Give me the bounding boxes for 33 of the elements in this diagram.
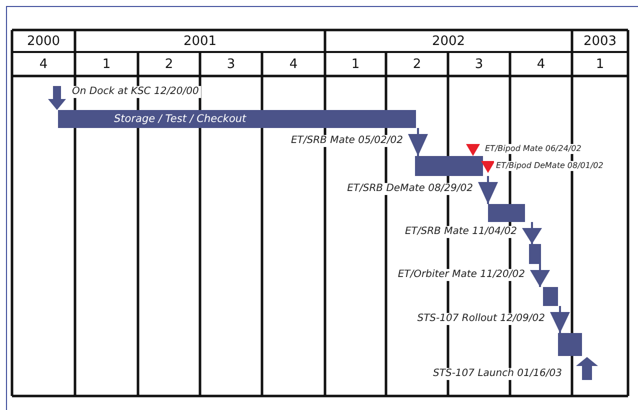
edge-label: STS-107 Rollout 12/09/02 [415, 312, 547, 324]
task-bar [488, 204, 525, 222]
quarter-header: 1 [101, 56, 112, 74]
quarter-header: 1 [350, 56, 361, 74]
year-header: 2001 [182, 32, 218, 50]
quarter-header: 2 [412, 56, 422, 74]
quarter-header: 1 [594, 56, 606, 74]
quarter-header: 4 [288, 56, 299, 74]
quarter-header: 3 [226, 56, 236, 74]
task-bar [529, 244, 541, 264]
milestone-arrow [530, 264, 550, 287]
milestone-label: ET/Bipod Mate 06/24/02 [483, 144, 584, 154]
year-header: 2000 [26, 32, 62, 50]
year-header: 2003 [582, 32, 618, 50]
task-bar [543, 287, 558, 306]
milestone-arrow [478, 176, 498, 204]
milestone-label: STS-107 Launch 01/16/03 [431, 368, 564, 380]
milestone-arrow [522, 222, 542, 244]
task-bar: Storage / Test / Checkout [58, 110, 416, 128]
quarter-header: 2 [164, 56, 174, 74]
milestone-label: On Dock at KSC 12/20/00 [70, 86, 201, 98]
quarter-header: 3 [474, 56, 484, 74]
edge-label: ET/SRB Mate 11/04/02 [402, 226, 519, 238]
edge-label: ET/SRB DeMate 08/29/02 [345, 183, 475, 195]
milestone-arrow [408, 128, 428, 156]
task-bar [558, 333, 582, 356]
year-header: 2002 [430, 32, 466, 50]
quarter-header: 4 [38, 56, 49, 74]
quarter-header: 4 [536, 56, 546, 74]
edge-label: ET/Orbiter Mate 11/20/02 [396, 268, 527, 280]
edge-label: ET/SRB Mate 05/02/02 [288, 135, 405, 147]
milestone-label: ET/Bipod DeMate 08/01/02 [494, 161, 606, 171]
milestone-arrow [550, 306, 570, 333]
